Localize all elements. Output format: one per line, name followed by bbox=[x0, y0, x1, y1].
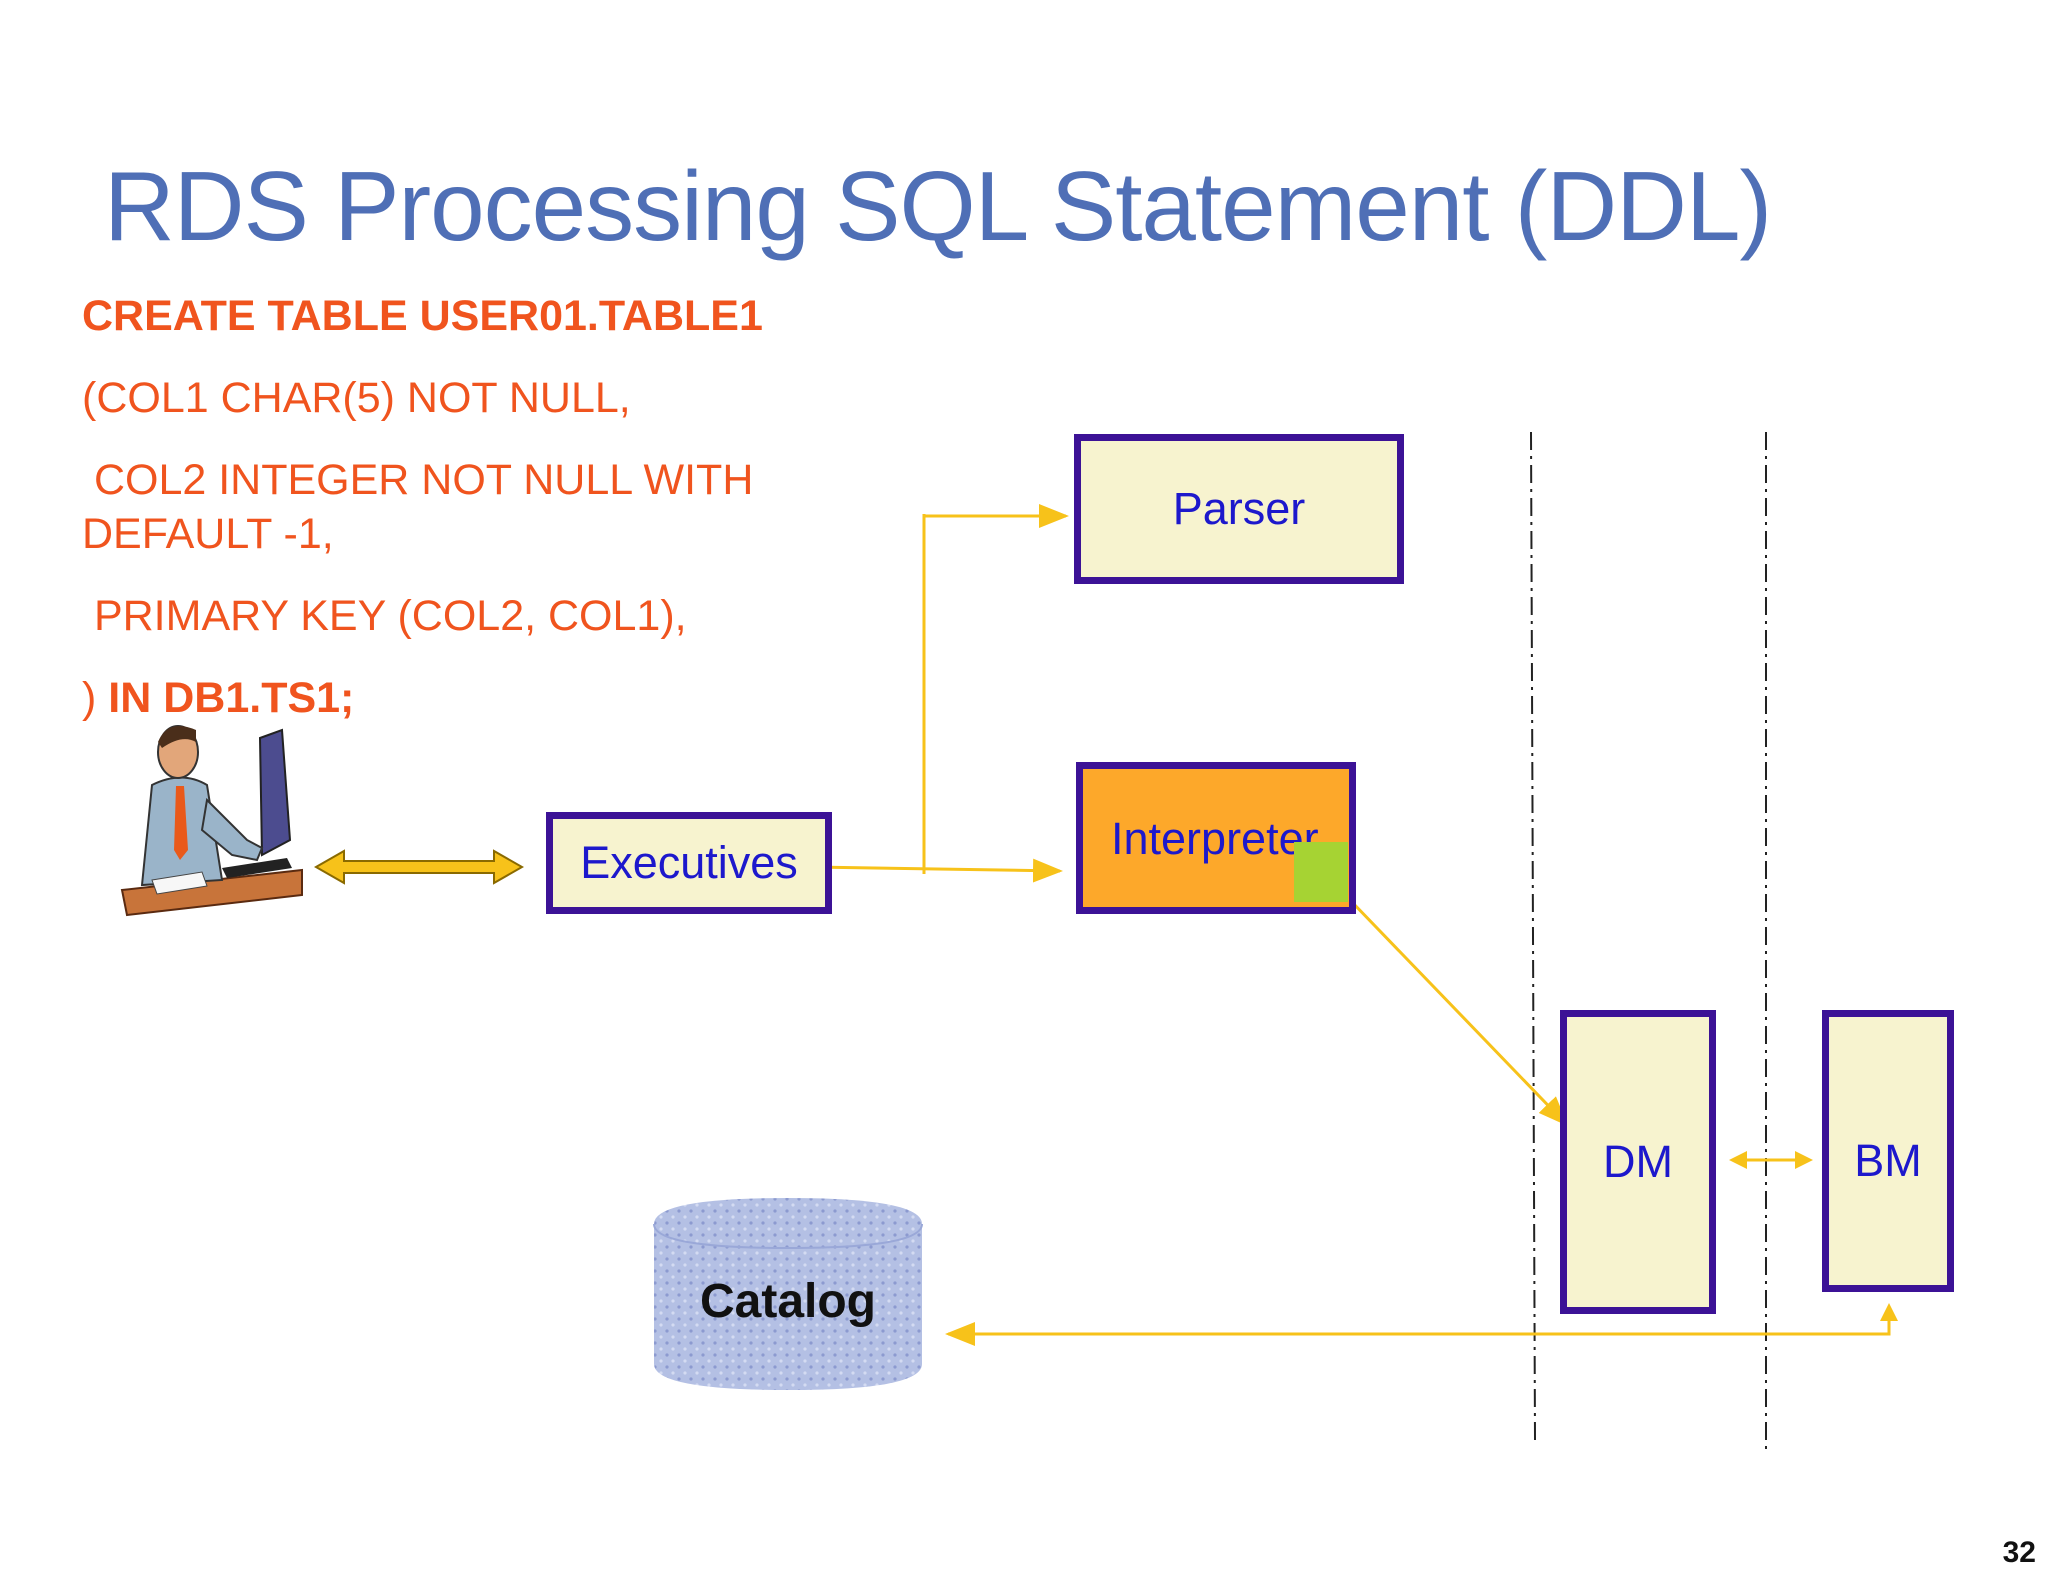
dm-label: DM bbox=[1603, 1136, 1673, 1187]
dm-box: DM bbox=[1560, 1010, 1716, 1314]
interpreter-label: Interpreter bbox=[1111, 813, 1319, 864]
user-at-computer-icon bbox=[120, 725, 303, 917]
parser-box: Parser bbox=[1074, 434, 1404, 584]
page-number: 32 bbox=[2002, 1536, 2036, 1569]
executives-box: Executives bbox=[546, 812, 832, 914]
user-executives-double-arrow bbox=[313, 849, 525, 885]
sql-line-in: ) IN DB1.TS1; bbox=[82, 674, 354, 723]
sql-line-col1: (COL1 CHAR(5) NOT NULL, bbox=[82, 374, 631, 422]
interpreter-marker bbox=[1294, 842, 1348, 902]
sql-line-primary-key: PRIMARY KEY (COL2, COL1), bbox=[82, 592, 687, 640]
executives-label: Executives bbox=[580, 837, 798, 888]
sql-line-default: DEFAULT -1, bbox=[82, 510, 334, 558]
sql-line-create: CREATE TABLE USER01.TABLE1 bbox=[82, 292, 763, 340]
bm-catalog-arrow bbox=[945, 1303, 1898, 1346]
parser-label: Parser bbox=[1172, 483, 1306, 534]
slide-title: RDS Processing SQL Statement (DDL) bbox=[104, 151, 1772, 261]
executives-interpreter-arrow bbox=[811, 858, 1063, 883]
interpreter-box: Interpreter bbox=[1076, 762, 1356, 914]
catalog-label: Catalog bbox=[699, 1274, 876, 1328]
sql-paren: ) bbox=[82, 674, 109, 722]
database-cylinder-icon bbox=[653, 1198, 923, 1390]
catalog-database: Catalog bbox=[652, 1196, 924, 1392]
separator-line-1 bbox=[1530, 431, 1536, 1441]
sql-in-db: IN DB1.TS1; bbox=[108, 674, 355, 722]
bm-label: BM bbox=[1854, 1135, 1922, 1186]
sql-line-col2: COL2 INTEGER NOT NULL WITH bbox=[82, 456, 754, 504]
bm-box: BM bbox=[1822, 1010, 1954, 1292]
interpreter-dm-arrow bbox=[1348, 898, 1569, 1127]
